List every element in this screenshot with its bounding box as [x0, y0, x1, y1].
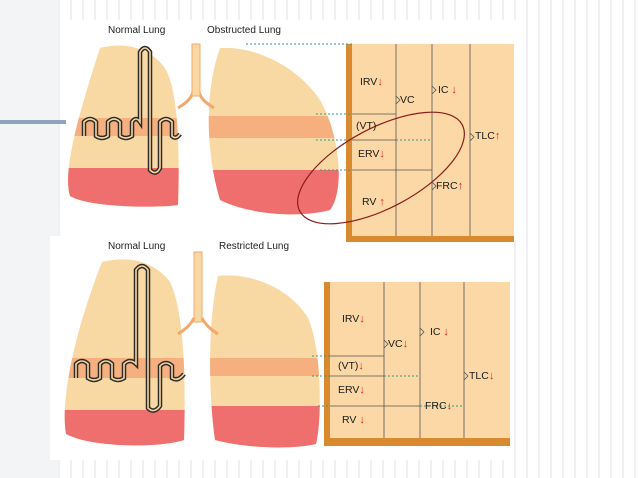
- top-erv-cell: ERV↓: [358, 148, 385, 160]
- top-frc-cell: FRC↑: [436, 180, 464, 192]
- top-normal-lung-label: Normal Lung: [108, 25, 166, 36]
- arrow-down-icon: ↓: [446, 400, 453, 412]
- bottom-rv-cell: RV ↓: [342, 414, 365, 426]
- arrow-up-icon: ↑: [379, 196, 385, 208]
- top-vt-cell: (VT): [356, 120, 377, 132]
- bottom-normal-lung-label: Normal Lung: [108, 241, 166, 252]
- bottom-restricted-lung-label: Restricted Lung: [219, 241, 290, 252]
- arrow-down-icon: ↓: [488, 370, 495, 382]
- left-margin: [0, 0, 58, 478]
- bottom-ic-cell: IC ↓: [430, 326, 449, 338]
- arrow-down-icon: ↓: [377, 76, 383, 88]
- arrow-down-icon: ↓: [359, 414, 365, 426]
- top-highlight-ellipse: [297, 111, 465, 225]
- top-tlc-cell: TLC↑: [475, 130, 501, 142]
- bottom-restricted-lung: [210, 275, 320, 448]
- bottom-trachea: [193, 251, 203, 323]
- arrow-up-icon: ↑: [457, 180, 464, 192]
- bottom-vc-cell: VC↓: [388, 338, 409, 350]
- top-rv-cell: RV ↑: [362, 196, 385, 208]
- bottom-dashed-guides: [312, 355, 464, 407]
- top-vc-cell: VC: [400, 94, 415, 106]
- arrow-down-icon: ↓: [443, 326, 449, 338]
- arrow-down-icon: ↓: [359, 384, 365, 396]
- arrow-down-icon: ↓: [402, 338, 409, 350]
- bottom-irv-cell: IRV↓: [342, 313, 365, 325]
- arrow-down-icon: ↓: [359, 313, 365, 325]
- bottom-erv-cell: ERV↓: [338, 384, 365, 396]
- top-obstructed-lung: [208, 47, 339, 215]
- arrow-down-icon: ↓: [451, 84, 457, 96]
- top-dashed-guides: [246, 43, 432, 171]
- decorative-rule: [0, 120, 66, 124]
- bottom-frc-cell: FRC↓: [425, 400, 453, 412]
- arrow-up-icon: ↑: [494, 130, 501, 142]
- arrow-down-icon: ↓: [358, 360, 364, 372]
- arrow-down-icon: ↓: [379, 148, 385, 160]
- bottom-normal-lung: [64, 259, 185, 446]
- top-obstructed-lung-label: Obstructed Lung: [207, 25, 281, 36]
- top-ic-cell: IC ↓: [438, 84, 457, 96]
- bottom-vt-cell: (VT)↓: [338, 360, 364, 372]
- bottom-tlc-cell: TLC↓: [469, 370, 495, 382]
- top-irv-cell: IRV↓: [360, 76, 383, 88]
